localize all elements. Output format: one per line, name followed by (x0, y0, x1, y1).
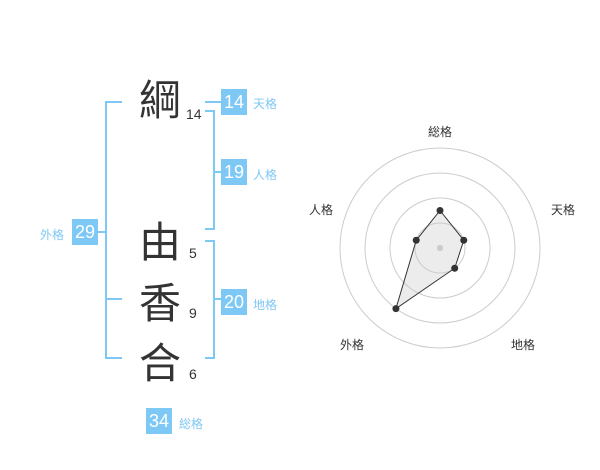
gaikaku-bracket-mid (105, 298, 122, 300)
radar-point-2 (460, 236, 468, 244)
radar-center-dot (437, 245, 443, 251)
stroke-count-3: 9 (189, 305, 197, 321)
gaikaku-bracket-bottom (105, 357, 122, 359)
tenkaku-badge: 14 (221, 89, 247, 115)
soukaku-badge: 34 (146, 408, 172, 434)
jinkaku-label: 人格 (253, 168, 278, 182)
name-char-4: 合 (138, 339, 181, 388)
chikaku-badge: 20 (221, 289, 247, 315)
gaikaku-bracket-top (105, 101, 122, 103)
name-char-1: 綱 (138, 76, 181, 125)
soukaku-label: 総格 (179, 417, 204, 431)
radar-data (392, 207, 468, 313)
stroke-count-4: 6 (189, 366, 197, 382)
gaikaku-label: 外格 (40, 228, 65, 242)
radar-ring-1 (414, 222, 466, 274)
radar-point-4 (392, 305, 400, 313)
gaikaku-badge: 29 (72, 219, 98, 245)
jinkaku-connector (213, 171, 221, 173)
radar-point-1 (436, 207, 444, 214)
gaikaku-connector (98, 231, 107, 233)
stroke-count-1: 14 (186, 106, 202, 122)
radar-axis-label-jinkaku: 人格 (309, 203, 334, 217)
jinkaku-badge: 19 (221, 159, 247, 185)
chikaku-label: 地格 (253, 298, 278, 312)
chikaku-connector (213, 298, 221, 300)
radar-axis-label-soukaku: 総格 (428, 125, 453, 139)
name-char-2: 由 (138, 218, 181, 267)
radar-ring-2 (389, 197, 491, 299)
radar-point-5 (412, 236, 420, 244)
radar-axis-label-gaikaku: 外格 (340, 338, 365, 352)
jinkaku-bracket-bottom (205, 228, 215, 230)
radar-point-3 (451, 264, 459, 272)
name-char-3: 香 (138, 279, 181, 328)
radar-axis-label-tenkaku: 天格 (551, 203, 576, 217)
tenkaku-connector (205, 101, 221, 103)
radar-ring-4 (339, 147, 541, 349)
stroke-count-2: 5 (189, 245, 197, 261)
gaikaku-bracket-vertical (105, 101, 107, 359)
radar-rings (339, 147, 541, 349)
radar-axis-label-chikaku: 地格 (511, 338, 536, 352)
chikaku-bracket-top (205, 240, 215, 242)
tenkaku-label: 天格 (253, 97, 278, 111)
jinkaku-bracket-top (205, 110, 215, 112)
radar-chart (339, 147, 541, 349)
radar-polygon (395, 209, 465, 310)
jinkaku-bracket-vertical (213, 110, 215, 230)
radar-ring-3 (364, 172, 516, 324)
chikaku-bracket-bottom (205, 357, 215, 359)
